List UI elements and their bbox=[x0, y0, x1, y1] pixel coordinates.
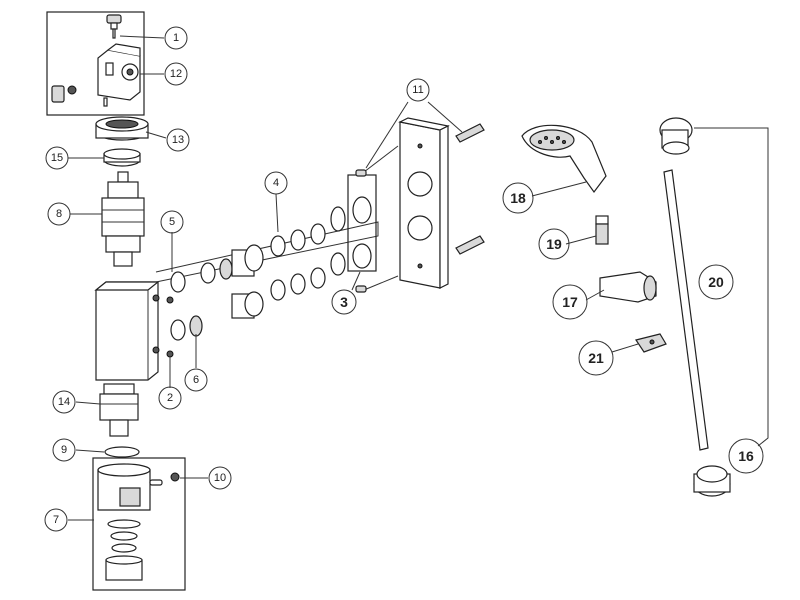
callout-label: 18 bbox=[510, 190, 526, 206]
part-9-oring bbox=[104, 446, 140, 458]
part-2-ball-upper bbox=[166, 296, 174, 304]
part-20-riser-rail bbox=[663, 169, 709, 451]
callout-label: 8 bbox=[56, 208, 62, 220]
callout-15: 15 bbox=[45, 146, 69, 170]
valve-body bbox=[94, 281, 160, 381]
part-7-shroud bbox=[97, 463, 151, 581]
callout-label: 3 bbox=[340, 294, 348, 310]
part-8-cartridge bbox=[101, 171, 145, 267]
callout-label: 21 bbox=[588, 350, 604, 366]
part-group-box-bottom bbox=[92, 457, 186, 591]
callout-16: 16 bbox=[728, 438, 764, 474]
callout-label: 16 bbox=[738, 448, 754, 464]
callout-17: 17 bbox=[552, 284, 588, 320]
callout-6: 6 bbox=[184, 368, 208, 392]
callout-14: 14 bbox=[52, 390, 76, 414]
part-15-ring bbox=[103, 148, 141, 167]
callout-5: 5 bbox=[160, 210, 184, 234]
callout-label: 20 bbox=[708, 274, 724, 290]
part-11-screws bbox=[355, 123, 485, 293]
callout-label: 10 bbox=[214, 472, 226, 484]
callout-label: 14 bbox=[58, 396, 70, 408]
part-16-bracket-line bbox=[694, 127, 769, 447]
callout-label: 1 bbox=[173, 32, 179, 44]
callout-label: 19 bbox=[546, 236, 562, 252]
callout-label: 2 bbox=[167, 392, 173, 404]
callout-2: 2 bbox=[158, 386, 182, 410]
callout-10: 10 bbox=[208, 466, 232, 490]
part-19-connector bbox=[595, 215, 609, 245]
part-11-wall-plate bbox=[398, 117, 450, 289]
part-4-upper-fittings bbox=[170, 196, 372, 293]
part-14-lower-cartridge bbox=[99, 383, 139, 437]
part-4-bracket-outline bbox=[155, 221, 379, 283]
callout-1: 1 bbox=[164, 26, 188, 50]
part-12-insert bbox=[51, 85, 77, 103]
callout-9: 9 bbox=[52, 438, 76, 462]
callout-11: 11 bbox=[406, 78, 430, 102]
callout-label: 9 bbox=[61, 444, 67, 456]
callout-20: 20 bbox=[698, 264, 734, 300]
part-10-grub-screw bbox=[149, 472, 180, 486]
callout-4: 4 bbox=[264, 171, 288, 195]
part-18-shower-head bbox=[521, 124, 607, 194]
callout-label: 17 bbox=[562, 294, 578, 310]
callout-label: 6 bbox=[193, 374, 199, 386]
callout-18: 18 bbox=[502, 182, 534, 214]
part-group-box-top bbox=[46, 11, 145, 116]
part-16-rail-brackets bbox=[659, 117, 731, 497]
callout-label: 15 bbox=[51, 152, 63, 164]
callout-19: 19 bbox=[538, 228, 570, 260]
callout-label: 11 bbox=[412, 84, 423, 96]
callout-label: 13 bbox=[172, 134, 184, 146]
callout-13: 13 bbox=[166, 128, 190, 152]
leader-lines bbox=[68, 35, 639, 521]
callout-3: 3 bbox=[331, 289, 357, 315]
callout-7: 7 bbox=[44, 508, 68, 532]
part-12-handle bbox=[97, 43, 141, 107]
callout-label: 4 bbox=[273, 177, 279, 189]
callout-8: 8 bbox=[47, 202, 71, 226]
part-13-locknut bbox=[95, 116, 149, 141]
callout-21: 21 bbox=[578, 340, 614, 376]
callout-12: 12 bbox=[164, 62, 188, 86]
part-21-hook bbox=[635, 333, 667, 353]
part-4-lower-fittings bbox=[170, 243, 372, 341]
callout-label: 7 bbox=[53, 514, 59, 526]
part-17-slider bbox=[599, 271, 657, 303]
part-1-screw-cap bbox=[106, 14, 122, 39]
callout-label: 5 bbox=[169, 216, 175, 228]
callout-label: 12 bbox=[170, 68, 182, 80]
